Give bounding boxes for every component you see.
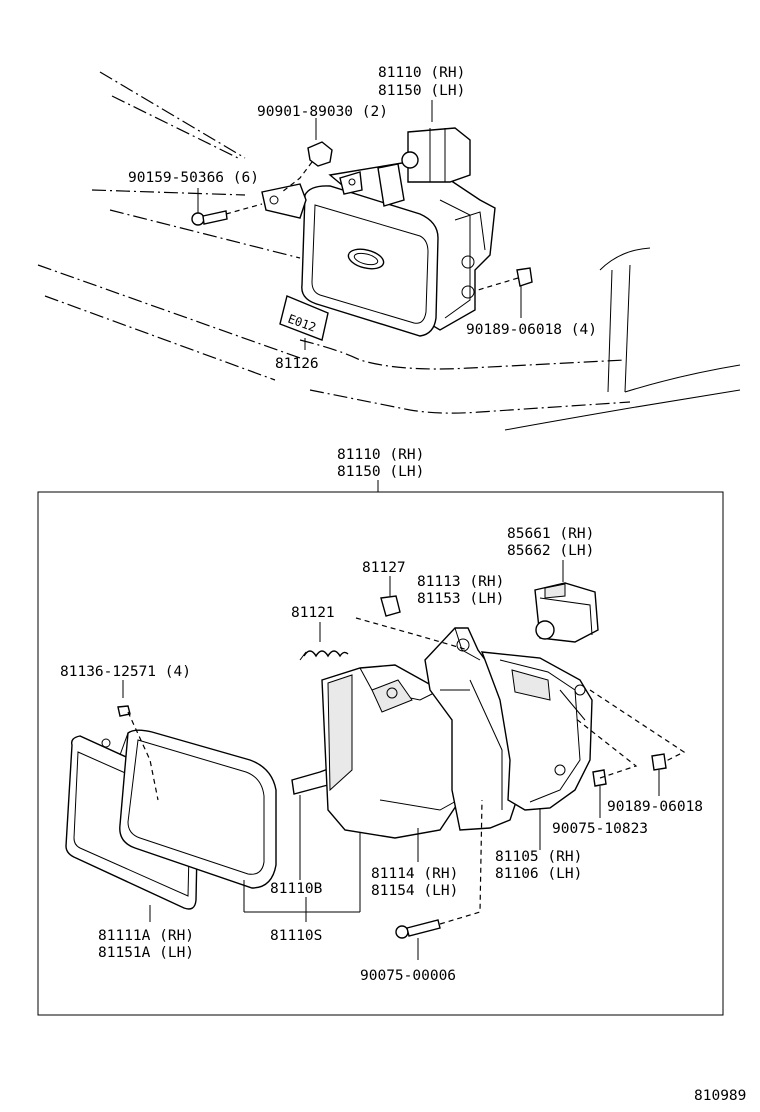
nut-90189-right xyxy=(589,689,686,796)
subassembly-bracket xyxy=(149,880,360,922)
top-clip-90901 xyxy=(281,118,333,193)
top-headlamp-assembly xyxy=(261,127,496,337)
box-label-assembly-rh: 81110 (RH) xyxy=(337,447,424,463)
top-label-assembly-lh: 81150 (LH) xyxy=(378,83,465,99)
label-clip-81127: 81127 xyxy=(362,560,406,576)
top-label-screw: 90159-50366 (6) xyxy=(128,170,259,186)
label-actuator-lh: 85662 (LH) xyxy=(507,543,594,559)
adjust-screw-90075-00006 xyxy=(395,799,483,960)
spring-81121 xyxy=(299,622,349,661)
label-bracket-rh: 81113 (RH) xyxy=(417,574,504,590)
leveling-actuator-85661 xyxy=(534,560,599,643)
label-screw-81136: 81136-12571 (4) xyxy=(60,664,191,680)
screw-81136 xyxy=(117,680,159,801)
top-label-clip: 90901-89030 (2) xyxy=(257,104,388,120)
top-label-plate-81126: E012 xyxy=(279,295,329,350)
figure-number: 810989 xyxy=(694,1088,746,1104)
top-nut-90189 xyxy=(477,267,533,318)
label-rim-lh: 81151A (LH) xyxy=(98,945,194,961)
top-label-nut: 90189-06018 (4) xyxy=(466,322,597,338)
label-bulb: 81110B xyxy=(270,881,323,897)
label-screw-90075-10823: 90075-10823 xyxy=(552,821,648,837)
screw-90075-10823 xyxy=(574,717,638,818)
label-actuator-rh: 85661 (RH) xyxy=(507,526,594,542)
exploded-view-frame xyxy=(37,491,724,1016)
housing-81105 xyxy=(480,651,593,850)
headlamp-lens xyxy=(119,729,277,889)
clip-81127 xyxy=(355,576,469,651)
label-subassembly: 81110S xyxy=(270,928,322,944)
label-bracket-lh: 81153 (LH) xyxy=(417,591,504,607)
box-label-assembly-lh: 81150 (LH) xyxy=(337,464,424,480)
label-housing-rh: 81105 (RH) xyxy=(495,849,582,865)
label-reflector-lh: 81154 (LH) xyxy=(371,883,458,899)
top-screw-90159 xyxy=(191,188,263,226)
label-nut-right: 90189-06018 xyxy=(607,799,703,815)
label-spring: 81121 xyxy=(291,605,335,621)
reflector-81114 xyxy=(321,664,461,862)
label-housing-lh: 81106 (LH) xyxy=(495,866,582,882)
label-adjust-screw: 90075-00006 xyxy=(360,968,456,984)
top-label-assembly-rh: 81110 (RH) xyxy=(378,65,465,81)
label-reflector-rh: 81114 (RH) xyxy=(371,866,458,882)
label-rim-rh: 81111A (RH) xyxy=(98,928,194,944)
vehicle-body-outline xyxy=(37,71,741,431)
top-label-plate: 81126 xyxy=(275,356,319,372)
